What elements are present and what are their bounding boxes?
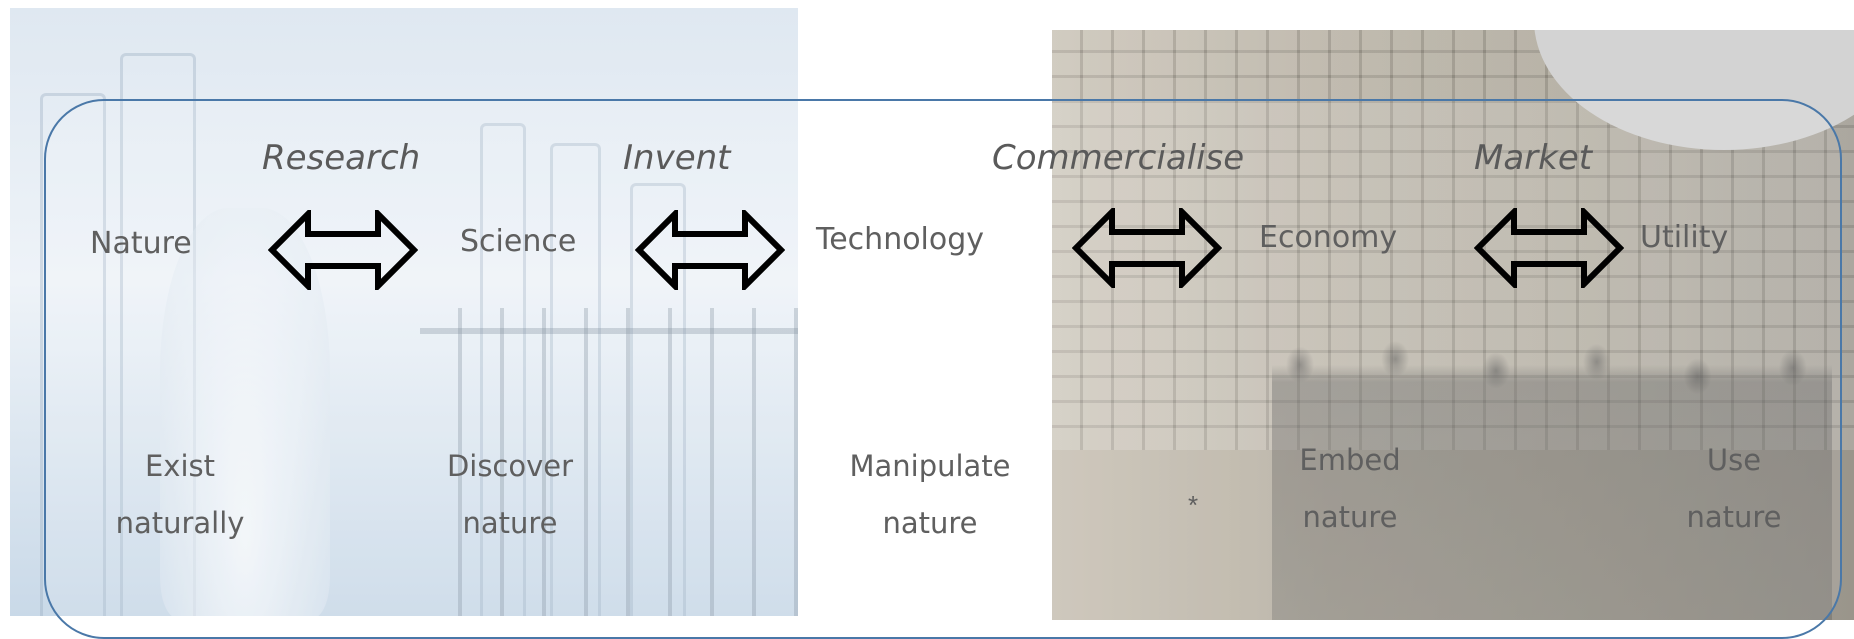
double-headed-arrow-icon (635, 210, 785, 290)
description-science: Discover nature (446, 449, 574, 540)
description-economy: Embed nature (1299, 443, 1401, 534)
node-technology: Technology (816, 222, 985, 257)
description-utility: Use nature (1686, 443, 1782, 534)
node-economy: Economy (1259, 220, 1398, 255)
verb-commercialise: Commercialise (992, 138, 1245, 178)
description-technology: Manipulate nature (849, 449, 1011, 540)
footnote-mark: * (1188, 490, 1199, 520)
verb-market: Market (1474, 138, 1593, 178)
diagram-frame (44, 99, 1842, 639)
double-headed-arrow-icon (1474, 208, 1624, 288)
double-headed-arrow-icon (1072, 208, 1222, 288)
verb-research: Research (262, 138, 421, 178)
node-utility: Utility (1640, 220, 1729, 255)
double-headed-arrow-icon (268, 210, 418, 290)
node-nature: Nature (90, 226, 192, 261)
verb-invent: Invent (623, 138, 731, 178)
description-nature: Exist naturally (115, 449, 245, 540)
node-science: Science (460, 224, 577, 259)
